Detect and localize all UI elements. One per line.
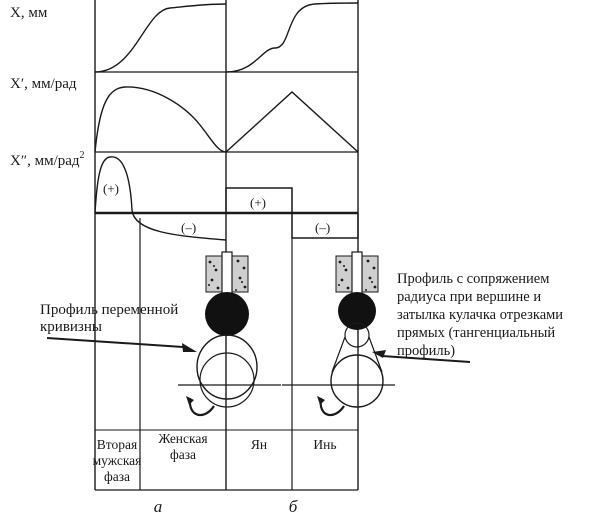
curve-xpp-left: [94, 156, 227, 241]
right-annotation-line5: профиль): [397, 343, 455, 359]
right-base-circle: [330, 354, 384, 408]
xp-axis-label: X′, мм/рад: [10, 76, 77, 92]
left-spring-texture: [208, 259, 247, 291]
phase-label-yin: Инь: [313, 437, 336, 452]
left-annotation-line2: кривизны: [40, 319, 102, 335]
left-base-circle: [199, 352, 255, 408]
right-annotation-line3: затылка кулачка отрезками: [397, 307, 563, 323]
curve-x-left: [94, 3, 227, 73]
caption-b: б: [289, 497, 298, 516]
right-leader-arrow: [372, 350, 386, 358]
right-leader-line: [381, 355, 471, 363]
left-leader-line: [46, 337, 184, 348]
phase-label-female-1: Женская: [158, 431, 207, 446]
right-nose-circle: [344, 322, 370, 348]
right-rotation-arrow-head: [317, 396, 325, 405]
phase-label-second-male-3: фаза: [104, 469, 130, 484]
right-tangent-right: [368, 336, 383, 373]
left-annotation-line1: Профиль переменной: [40, 302, 178, 318]
phase-label-second-male-1: Вторая: [97, 437, 137, 452]
right-spring-texture: [338, 259, 377, 291]
caption-a: а: [154, 497, 163, 516]
left-leader-arrow: [182, 343, 197, 352]
curve-x-right: [225, 2, 359, 73]
phase-label-second-male-2: мужская: [93, 453, 142, 468]
minus-sign-left: (–): [181, 220, 196, 235]
phase-label-yan: Ян: [251, 437, 267, 452]
curve-xpp-right: [225, 187, 359, 239]
right-tangent-left: [331, 336, 346, 373]
left-cam-assembly: [178, 251, 281, 416]
right-annotation-line1: Профиль с сопряжением: [397, 271, 549, 287]
right-roller: [338, 292, 376, 330]
right-annotation-line4: прямых (тангенциальный: [397, 325, 555, 341]
plus-sign-left: (+): [103, 181, 119, 196]
left-rotation-arrow-head: [186, 396, 194, 405]
plus-sign-right: (+): [250, 195, 266, 210]
minus-sign-right: (–): [315, 220, 330, 235]
left-roller: [205, 292, 249, 336]
phase-label-female-2: фаза: [170, 447, 196, 462]
left-cam-outer: [196, 334, 258, 400]
xpp-axis-label: X″, мм/рад2: [10, 150, 85, 169]
right-annotation-line2: радиуса при вершине и: [397, 289, 541, 305]
curve-xp-left: [94, 86, 227, 153]
curve-xp-right: [225, 91, 359, 153]
x-axis-label: X, мм: [10, 5, 48, 21]
right-cam-assembly: [282, 251, 395, 416]
